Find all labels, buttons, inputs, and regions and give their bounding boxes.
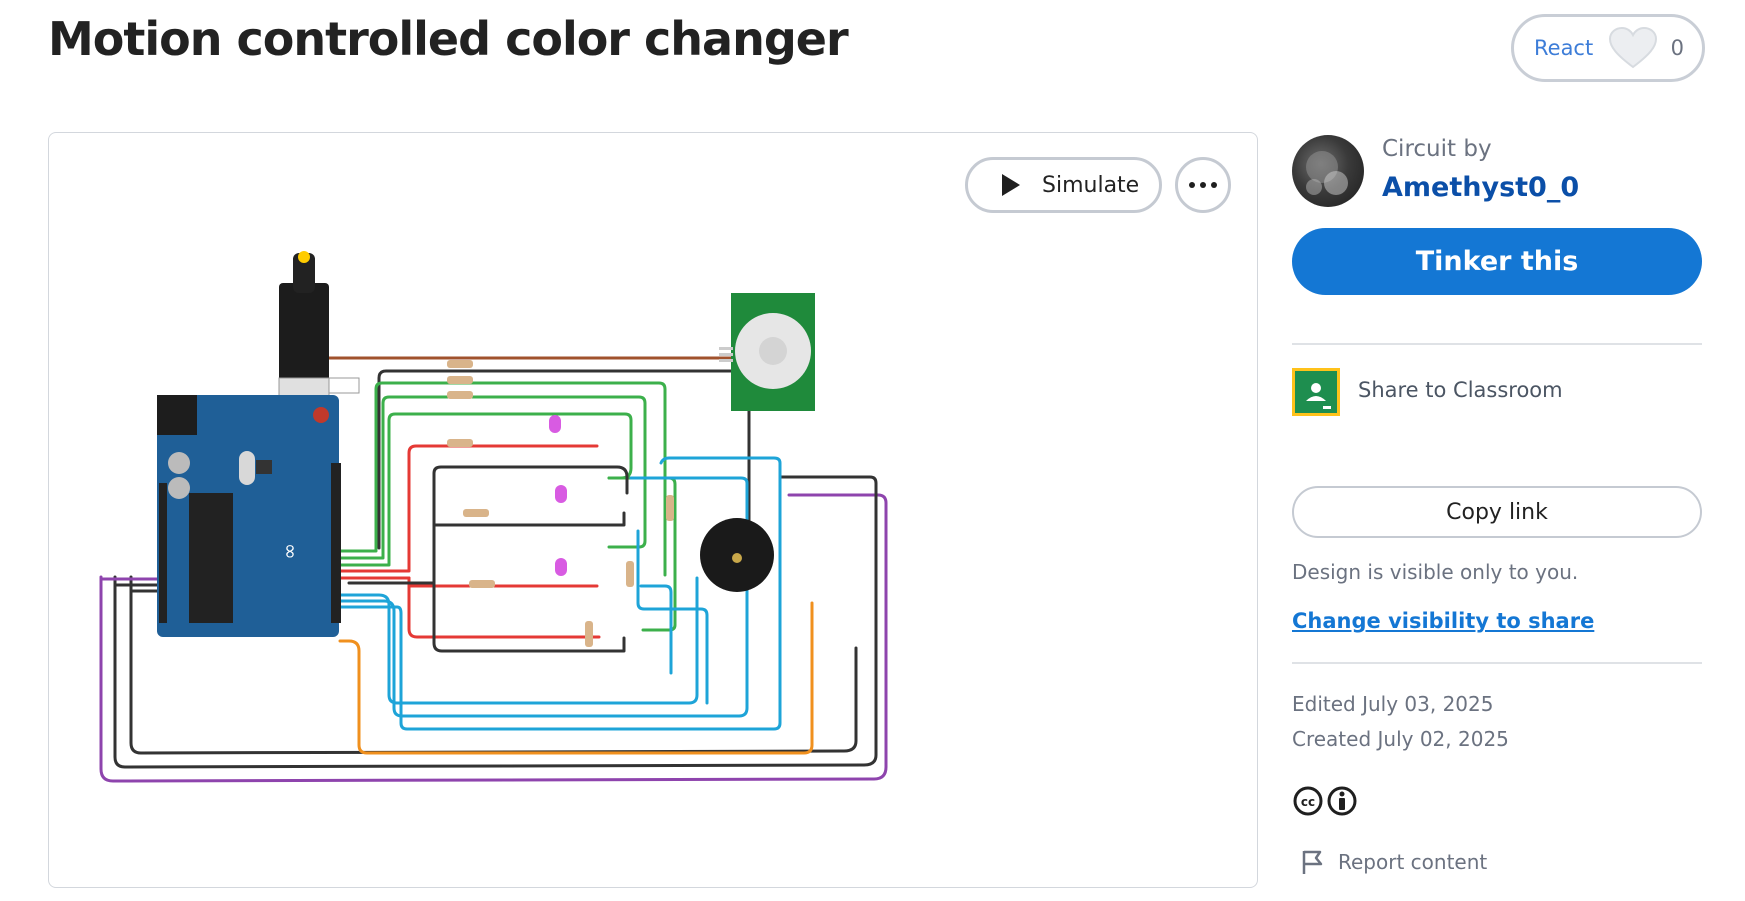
svg-text:cc: cc: [1301, 795, 1315, 809]
more-options-button[interactable]: [1175, 157, 1231, 213]
heart-icon: [1607, 26, 1659, 70]
piezo-buzzer: [700, 518, 774, 592]
avatar[interactable]: [1292, 135, 1364, 207]
pir-sensor: [719, 293, 815, 411]
author-link[interactable]: Amethyst0_0: [1382, 172, 1580, 203]
more-horizontal-icon: [1189, 182, 1195, 188]
copy-link-button[interactable]: Copy link: [1292, 486, 1702, 538]
simulate-label: Simulate: [1042, 172, 1140, 198]
react-count: 0: [1670, 36, 1684, 60]
simulate-button[interactable]: Simulate: [965, 157, 1162, 213]
led-components: [549, 415, 567, 576]
attribution-icon: [1327, 786, 1357, 816]
react-label: React: [1534, 36, 1594, 60]
flag-icon: [1302, 850, 1323, 874]
report-content-button[interactable]: Report content: [1300, 848, 1487, 876]
circuit-canvas[interactable]: ∞: [48, 132, 1258, 888]
circuit-by-label: Circuit by: [1382, 136, 1492, 162]
created-date: Created July 02, 2025: [1292, 727, 1509, 751]
resistors: [447, 360, 674, 647]
circuit-diagram: ∞: [99, 251, 888, 783]
report-label: Report content: [1338, 850, 1488, 874]
page-title: Motion controlled color changer: [48, 12, 849, 66]
license-icons[interactable]: cc: [1292, 785, 1358, 817]
edited-date: Edited July 03, 2025: [1292, 692, 1494, 716]
svg-text:∞: ∞: [279, 543, 303, 560]
tinker-this-button[interactable]: Tinker this: [1292, 228, 1702, 295]
arduino-board: ∞: [157, 251, 360, 637]
google-classroom-icon[interactable]: [1292, 368, 1340, 416]
cc-icon: cc: [1293, 786, 1323, 816]
react-button[interactable]: React 0: [1511, 14, 1705, 82]
change-visibility-link[interactable]: Change visibility to share: [1292, 609, 1595, 633]
play-icon: [1002, 174, 1020, 196]
divider: [1292, 662, 1702, 664]
share-to-classroom-button[interactable]: Share to Classroom: [1358, 378, 1563, 402]
visibility-note: Design is visible only to you.: [1292, 560, 1579, 584]
divider: [1292, 343, 1702, 345]
